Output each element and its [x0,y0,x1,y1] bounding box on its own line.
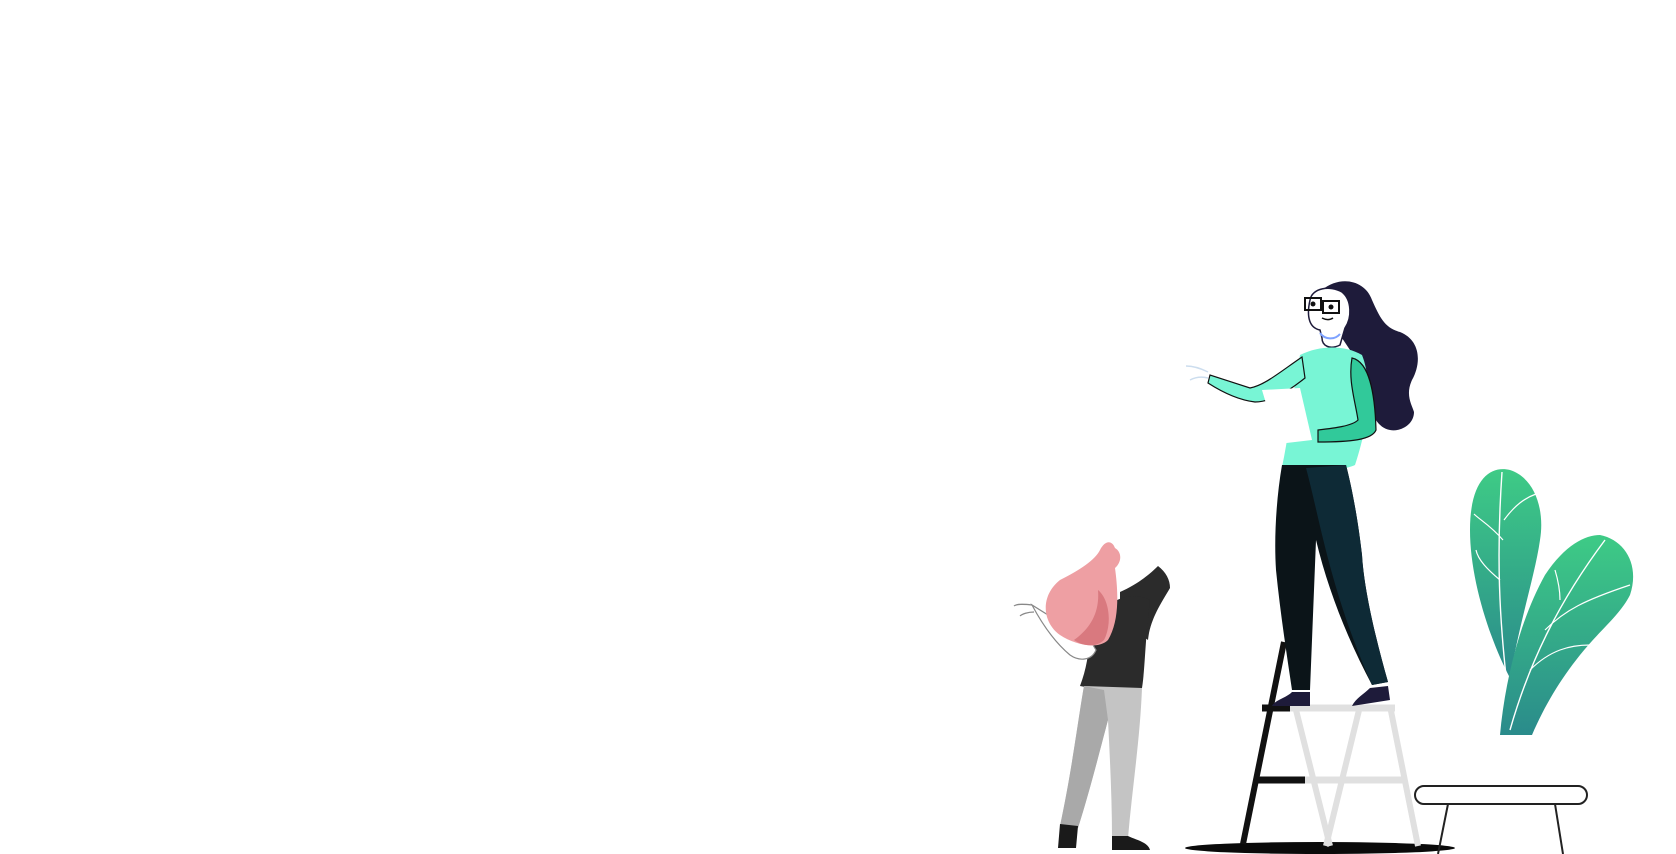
woman-on-ladder-illustration [1185,281,1418,706]
pink-haired-woman-illustration [1013,542,1170,850]
potted-plant-leaves-icon [1470,469,1634,735]
glasses-icon [1304,297,1322,311]
pink-hair [1045,542,1121,646]
leaf-right [1500,535,1634,735]
paper-sheet [1262,388,1312,444]
leaf-left [1470,469,1542,678]
left-shoe [1272,692,1310,706]
step-ladder-icon [1240,641,1421,847]
floor-shadow [1185,842,1455,854]
pink-woman-left-shoe [1058,824,1078,848]
right-shoe [1352,686,1390,706]
pink-woman-right-shoe [1112,836,1150,850]
back-arm [1317,357,1377,443]
bench-icon [1414,785,1588,854]
